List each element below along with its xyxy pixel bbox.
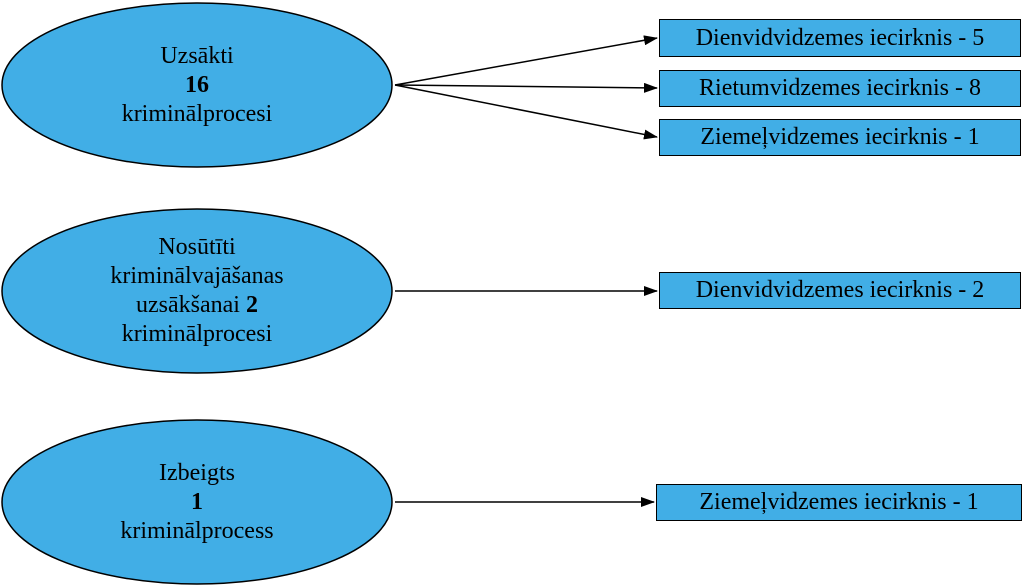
ellipse-initiated-line1: Uzsākti bbox=[160, 42, 234, 69]
target-box-rietumvidzemes-8: Rietumvidzemes iecirknis - 8 bbox=[659, 70, 1021, 107]
ellipse-sent-count: 2 bbox=[245, 292, 258, 318]
ellipse-initiated-line3: kriminālprocesi bbox=[121, 100, 273, 127]
ellipse-sent-label: Nosūtīti kriminālvajāšanas uzsākšanai 2 … bbox=[2, 209, 392, 373]
ellipse-sent-line4: kriminālprocesi bbox=[121, 321, 273, 347]
target-box-ziemelvidzemes-1-terminated: Ziemeļvidzemes iecirknis - 1 bbox=[656, 484, 1022, 521]
ellipse-terminated-line3: kriminālprocess bbox=[120, 517, 274, 544]
ellipse-terminated-count: 1 bbox=[191, 488, 203, 515]
ellipse-sent-line1: Nosūtīti bbox=[158, 234, 236, 260]
ellipse-initiated bbox=[1, 2, 393, 168]
ellipse-terminated bbox=[1, 419, 393, 585]
ellipse-sent-line2: kriminālvajāšanas bbox=[110, 263, 284, 289]
target-box-ziemelvidzemes-1: Ziemeļvidzemes iecirknis - 1 bbox=[659, 119, 1021, 156]
target-box-dienvidvidzemes-2: Dienvidvidzemes iecirknis - 2 bbox=[659, 272, 1021, 309]
ellipse-sent-line3-prefix: uzsākšanai bbox=[136, 292, 246, 318]
ellipse-initiated-label: Uzsākti 16 kriminālprocesi bbox=[2, 3, 392, 167]
target-box-dienvidvidzemes-5: Dienvidvidzemes iecirknis - 5 bbox=[659, 19, 1021, 57]
arrow-initiated-to-ziemelvidzemes bbox=[394, 84, 658, 140]
ellipse-terminated-label: Izbeigts 1 kriminālprocess bbox=[2, 420, 392, 584]
ellipse-initiated-count: 16 bbox=[185, 71, 209, 98]
ellipse-sent-for-prosecution bbox=[1, 208, 393, 374]
arrow-initiated-to-dienvidvidzemes bbox=[394, 35, 658, 86]
ellipse-sent-line3: uzsākšanai 2 bbox=[136, 291, 258, 320]
ellipse-terminated-line1: Izbeigts bbox=[159, 459, 235, 486]
arrow-initiated-to-rietumvidzemes bbox=[394, 82, 658, 93]
